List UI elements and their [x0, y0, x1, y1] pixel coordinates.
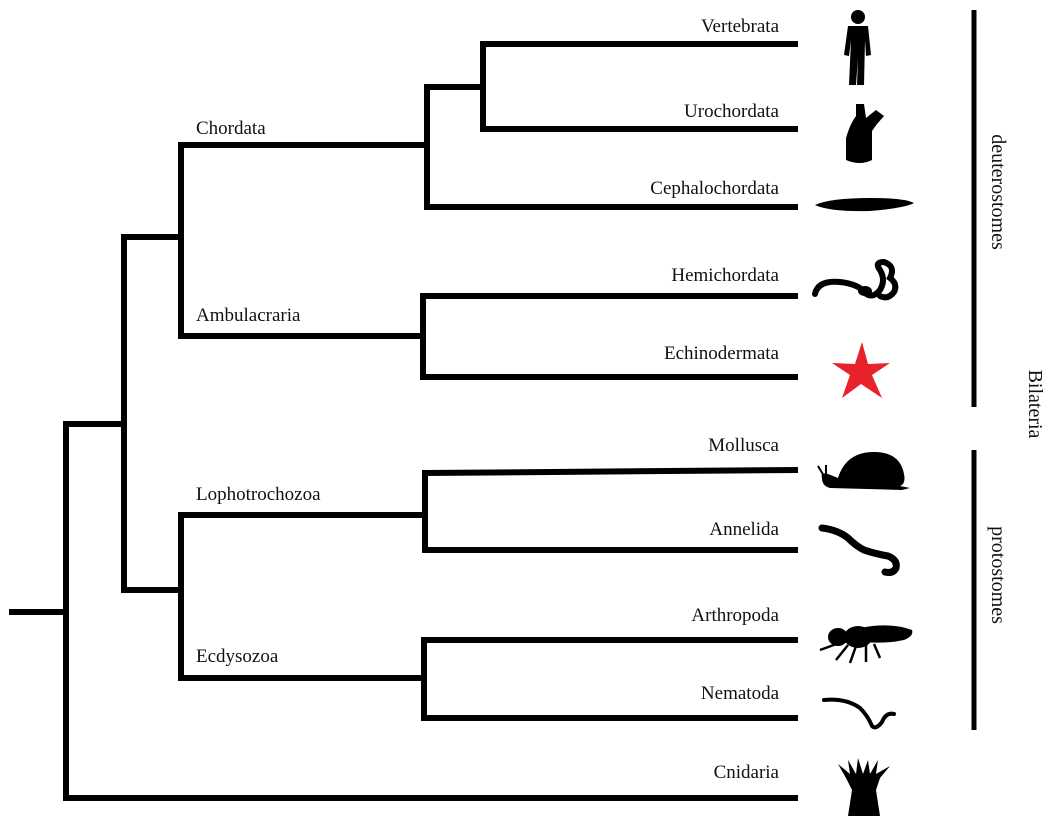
- clade-label-lophotrochozoa: Lophotrochozoa: [196, 484, 321, 505]
- clade-label-chordata: Chordata: [196, 118, 266, 139]
- starfish-icon: [832, 342, 890, 398]
- protostomes-label: protostomes: [987, 526, 1009, 624]
- clade-labels: Chordata Ambulacraria Lophotrochozoa Ecd…: [196, 118, 321, 667]
- taxon-label: Urochordata: [684, 101, 780, 122]
- snail-icon: [818, 452, 910, 490]
- lancelet-icon: [815, 198, 914, 211]
- deuterostomes-label: deuterostomes: [987, 134, 1009, 250]
- tunicate-icon: [846, 104, 884, 163]
- taxon-label: Mollusca: [708, 435, 779, 456]
- tree-branches: [12, 44, 795, 798]
- human-icon: [844, 10, 871, 85]
- earthworm-icon: [822, 528, 896, 573]
- bilateria-label: Bilateria: [1024, 370, 1043, 439]
- taxon-label: Cnidaria: [714, 762, 780, 783]
- group-brackets: deuterostomes protostomes Bilateria: [974, 10, 1043, 730]
- silhouettes: [815, 10, 914, 816]
- mollusca-branch: [425, 470, 795, 473]
- clade-label-ecdysozoa: Ecdysozoa: [196, 646, 279, 667]
- taxon-label: Hemichordata: [671, 265, 779, 286]
- taxon-label: Vertebrata: [701, 16, 780, 37]
- taxon-label: Arthropoda: [691, 605, 779, 626]
- taxon-label-highlighted: Echinodermata: [664, 343, 780, 364]
- clade-label-ambulacraria: Ambulacraria: [196, 305, 301, 326]
- roundworm-icon: [824, 700, 894, 728]
- sea-anemone-icon: [838, 758, 890, 816]
- acorn-worm-icon: [815, 262, 895, 297]
- taxon-label: Cephalochordata: [650, 178, 779, 199]
- taxon-label: Annelida: [709, 519, 779, 540]
- taxon-label: Nematoda: [701, 683, 780, 704]
- fly-icon: [820, 625, 912, 663]
